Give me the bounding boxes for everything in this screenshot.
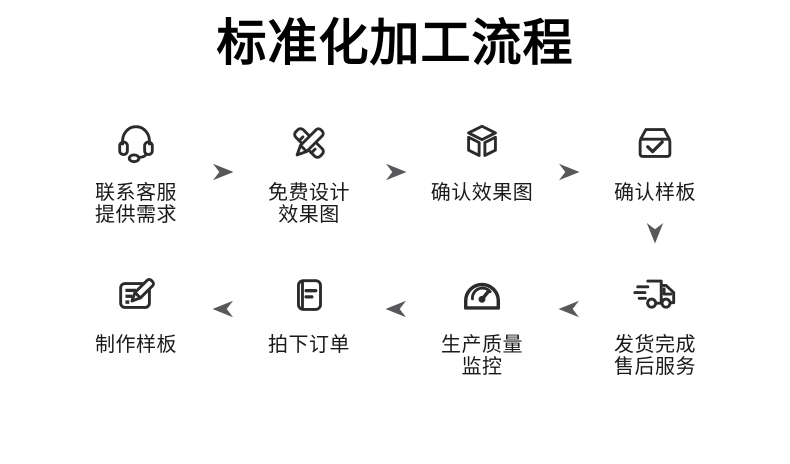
- step-label: 确认样板: [614, 182, 696, 204]
- step-label: 生产质量 监控: [441, 334, 523, 378]
- gauge-icon: [459, 270, 505, 320]
- arrow-right-icon: [557, 118, 580, 181]
- step-confirm-sample: 确认样板: [580, 118, 730, 204]
- step-label: 拍下订单: [268, 334, 350, 356]
- arrow-right-icon: [384, 118, 407, 181]
- page-title: 标准化加工流程: [216, 15, 574, 71]
- step-label: 免费设计 效果图: [268, 182, 350, 226]
- cube-icon: [459, 118, 505, 168]
- arrow-right-icon: [211, 118, 234, 181]
- design-tools-icon: [286, 118, 332, 168]
- step-quality-monitor: 生产质量 监控: [407, 270, 557, 378]
- step-place-order: 拍下订单: [234, 270, 384, 356]
- arrow-down-icon: [646, 222, 664, 249]
- headset-icon: [113, 118, 159, 168]
- step-confirm-render: 确认效果图: [407, 118, 557, 204]
- step-free-design: 免费设计 效果图: [234, 118, 384, 226]
- arrow-left-icon: [384, 270, 407, 318]
- arrow-left-icon: [211, 270, 234, 318]
- step-contact-service: 联系客服 提供需求: [61, 118, 211, 226]
- box-check-icon: [632, 118, 678, 168]
- step-label: 制作样板: [95, 334, 177, 356]
- flow-row-top: 联系客服 提供需求 免费设计 效果图: [0, 118, 790, 226]
- flow-row-bottom: 制作样板 拍下订单: [0, 270, 790, 378]
- step-label: 确认效果图: [430, 182, 534, 204]
- step-label: 发货完成 售后服务: [614, 334, 696, 378]
- step-shipping-aftersales: 发货完成 售后服务: [580, 270, 730, 378]
- step-make-sample: 制作样板: [61, 270, 211, 356]
- order-document-icon: [286, 270, 332, 320]
- arrow-left-icon: [557, 270, 580, 318]
- step-label: 联系客服 提供需求: [95, 182, 177, 226]
- delivery-truck-icon: [632, 270, 678, 320]
- sample-edit-icon: [113, 270, 159, 320]
